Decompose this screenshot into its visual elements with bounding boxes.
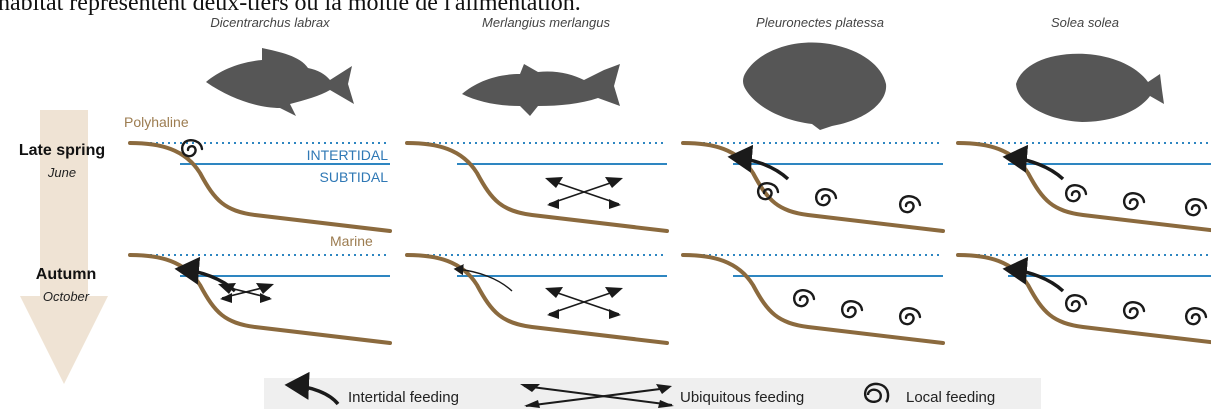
- marine-label: Marine: [330, 233, 373, 249]
- ubiquitous-feeding-icon-r2-c2-head-d: [609, 309, 621, 319]
- local-feeding-icon-r2-c4-a: [1066, 295, 1086, 311]
- sole-silhouette-icon: [1016, 54, 1164, 122]
- shore-profile-r1-c2: [407, 143, 667, 231]
- ubiquitous-feeding-icon-r2-c1-head-c: [220, 293, 232, 303]
- intertidal-label: INTERTIDAL: [307, 147, 389, 163]
- top-cut-text: habitat représentent deux-tiers ou la mo…: [0, 0, 581, 16]
- ubiquitous-feeding-icon-r1-c2-head-b: [605, 177, 623, 188]
- polyhaline-label: Polyhaline: [124, 114, 189, 130]
- legend-local-label: Local feeding: [906, 389, 995, 406]
- shore-profile-r1-c4: [958, 143, 1211, 231]
- ubiquitous-feeding-icon-r2-c2-head-a: [545, 287, 563, 298]
- shore-profile-r2-c2: [407, 255, 667, 343]
- season-label-autumn: Autumn: [36, 266, 96, 283]
- subtidal-label: SUBTIDAL: [320, 169, 389, 185]
- local-feeding-icon-r2-c3-b: [842, 301, 862, 317]
- local-feeding-icon-r1-c3-b: [816, 189, 836, 205]
- ubiquitous-feeding-icon-r1-c2-head-a: [545, 177, 563, 188]
- ubiquitous-feeding-icon-r2-c1-head-d: [260, 293, 272, 303]
- species-name-2: Merlangius merlangus: [482, 15, 610, 30]
- fish-silhouette-icon: [462, 64, 620, 116]
- local-feeding-icon-r1-c4-b: [1124, 193, 1144, 209]
- fish-silhouette-icon: [206, 48, 354, 116]
- legend-ubiquitous-label: Ubiquitous feeding: [680, 389, 804, 406]
- local-feeding-icon-r1-c4-c: [1186, 199, 1206, 215]
- season-month-june: June: [47, 165, 76, 180]
- local-feeding-icon-r2-c4-c: [1186, 308, 1206, 324]
- flatfish-silhouette-icon: [743, 42, 886, 130]
- legend-intertidal-label: Intertidal feeding: [348, 389, 459, 406]
- profile-panels: [130, 140, 1211, 343]
- local-feeding-icon-r1-c3-c: [900, 196, 920, 212]
- local-feeding-icon-r2-c3-a: [794, 290, 814, 306]
- ubiquitous-feeding-icon-r1-c2-head-d: [609, 199, 621, 209]
- season-month-october: October: [43, 289, 90, 304]
- local-feeding-icon-r2-c3-c: [900, 308, 920, 324]
- ubiquitous-feeding-icon-r2-c2-head-b: [605, 287, 623, 298]
- local-feeding-icon-r1-c4-a: [1066, 185, 1086, 201]
- season-label-late-spring: Late spring: [19, 142, 105, 159]
- shore-profile-r1-c3: [683, 143, 943, 231]
- species-name-1: Dicentrarchus labrax: [210, 15, 330, 30]
- species-name-3: Pleuronectes platessa: [756, 15, 884, 30]
- ubiquitous-feeding-icon-r1-c2-head-c: [547, 199, 559, 209]
- local-feeding-icon-r2-c4-b: [1124, 302, 1144, 318]
- species-name-4: Solea solea: [1051, 15, 1119, 30]
- ubiquitous-feeding-icon-r2-c2-head-c: [547, 309, 559, 319]
- legend: Intertidal feeding Ubiquitous feeding Lo…: [264, 378, 1041, 409]
